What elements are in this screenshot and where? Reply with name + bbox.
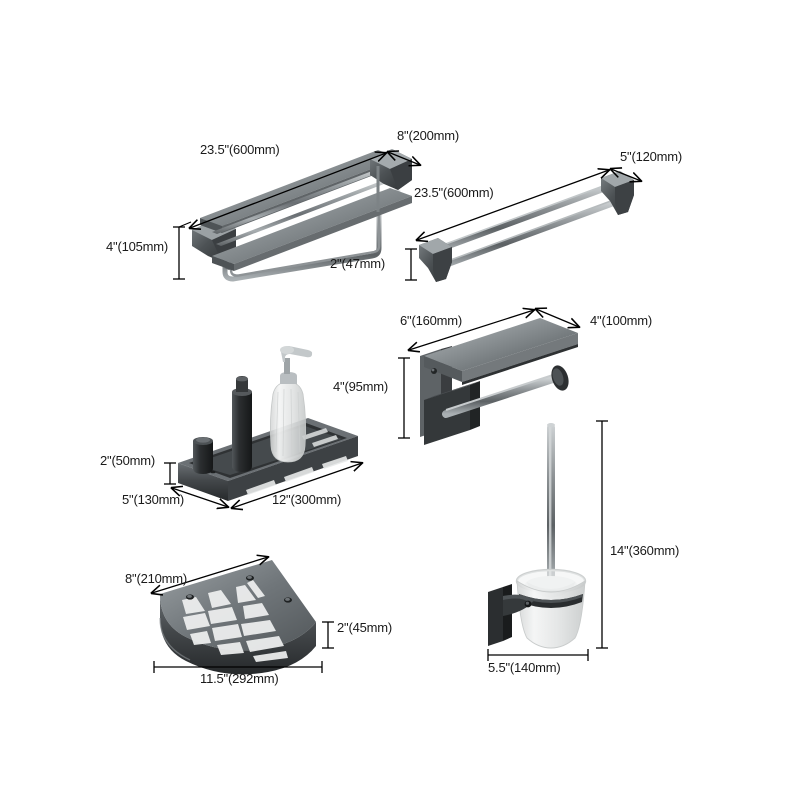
- label-towel-bar-depth: 5"(120mm): [620, 149, 683, 164]
- label-paper-holder-height: 4"(95mm): [333, 379, 389, 394]
- dimline-basket-width: [232, 463, 362, 508]
- dimline-towel-bar-length: [417, 170, 609, 240]
- dimline-towel-rack-depth: [388, 152, 420, 165]
- dimline-basket-depth: [172, 488, 228, 507]
- label-towel-bar-length: 23.5"(600mm): [414, 185, 494, 200]
- label-corner-shelf-width: 11.5"(292mm): [200, 671, 279, 686]
- dimline-paper-holder-depth: [536, 309, 579, 327]
- label-corner-shelf-height: 2"(45mm): [337, 620, 393, 635]
- label-basket-depth: 5"(130mm): [122, 492, 185, 507]
- label-towel-rack-height: 4"(105mm): [106, 239, 169, 254]
- label-paper-holder-width: 6"(160mm): [400, 313, 463, 328]
- dimline-paper-holder-width: [409, 310, 534, 350]
- label-towel-bar-height: 2"(47mm): [330, 256, 386, 271]
- label-towel-rack-depth: 8"(200mm): [397, 128, 460, 143]
- dimline-corner-shelf-side: [152, 557, 268, 593]
- label-paper-holder-depth: 4"(100mm): [590, 313, 653, 328]
- label-basket-height: 2"(50mm): [100, 453, 156, 468]
- label-basket-width: 12"(300mm): [272, 492, 342, 507]
- product-toilet-brush-holder: [488, 423, 587, 649]
- label-towel-rack-length: 23.5"(600mm): [200, 142, 280, 157]
- dimline-towel-bar-depth: [611, 169, 641, 181]
- label-brush-width: 5.5"(140mm): [488, 660, 561, 675]
- label-corner-shelf-side: 8"(210mm): [125, 571, 188, 586]
- label-brush-height: 14"(360mm): [610, 543, 680, 558]
- dimline-towel-rack-length: [190, 153, 386, 228]
